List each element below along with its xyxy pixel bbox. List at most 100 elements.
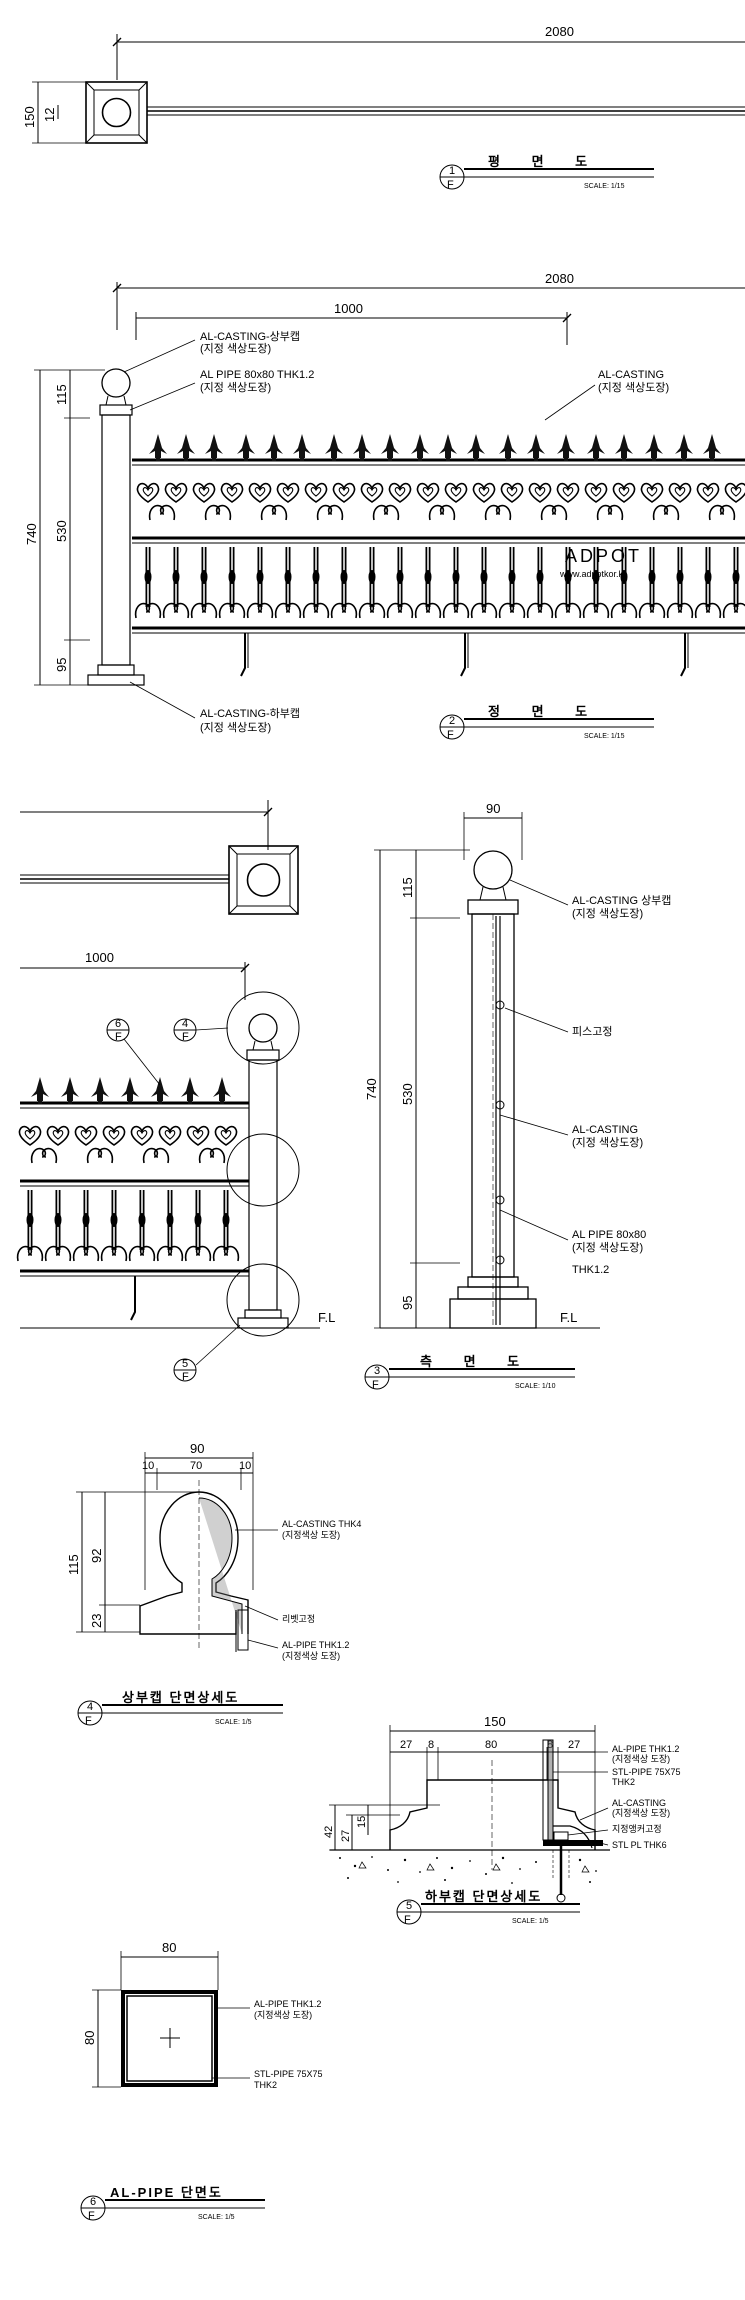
- side-scale: SCALE: 1/10: [515, 1383, 556, 1390]
- cap-dim-90: 90: [190, 1441, 204, 1456]
- detail-fl-label: F.L: [318, 1310, 335, 1325]
- side-cast-label-1: AL-CASTING: [572, 1124, 638, 1136]
- front-cast-label-2: (지정 색상도장): [598, 381, 669, 394]
- pipe-title: AL-PIPE 단면도: [110, 2185, 223, 2200]
- enlarged-detail: 1000: [16, 800, 335, 1383]
- pipe-title-num: 6: [90, 2196, 96, 2208]
- plan-title-num: 1: [449, 165, 455, 177]
- base-dim-27a: 27: [400, 1739, 412, 1751]
- base-dim-27c: 27: [340, 1830, 352, 1842]
- front-title-num: 2: [449, 715, 455, 727]
- plan-dim-12: 12: [42, 108, 57, 122]
- cap-dim-115: 115: [66, 1554, 81, 1575]
- base-dim-80: 80: [485, 1739, 497, 1751]
- side-pipe-label-3: THK1.2: [572, 1264, 609, 1276]
- cap-dim-92: 92: [89, 1549, 104, 1563]
- side-cap-label-2: (지정 색상도장): [572, 907, 643, 920]
- cap-cast-label-2: (지정색상 도장): [282, 1530, 340, 1540]
- front-pipe-label-2: (지정 색상도장): [200, 381, 271, 394]
- side-cast-label-2: (지정 색상도장): [572, 1136, 643, 1149]
- base-dim-27b: 27: [568, 1739, 580, 1751]
- side-title-num: 3: [374, 1365, 380, 1377]
- front-base-label-1: AL-CASTING-하부캡: [200, 706, 300, 720]
- front-title-ref: F: [447, 729, 454, 741]
- front-scale: SCALE: 1/15: [584, 733, 625, 740]
- side-pipe-label-1: AL PIPE 80x80: [572, 1229, 646, 1241]
- pipe-title-block: 6 F AL-PIPE 단면도 SCALE: 1/5: [80, 2185, 265, 2222]
- cap-cast-label-1: AL-CASTING THK4: [282, 1519, 361, 1529]
- side-fl-label: F.L: [560, 1310, 577, 1325]
- side-dim-90: 90: [486, 801, 500, 816]
- base-cast-label-1: AL-CASTING: [612, 1798, 666, 1808]
- pipe-section-6: 80 80 AL-PIPE THK1.2 (지정색상 도장) STL-PIPE …: [80, 1940, 323, 2222]
- watermark-logo: ADPOT: [565, 546, 642, 566]
- callout-4-num: 4: [182, 1018, 188, 1030]
- base-stl-label-1: STL-PIPE 75X75: [612, 1767, 681, 1777]
- cap-pipe-label-2: (지정색상 도장): [282, 1651, 340, 1661]
- front-elevation-2: 2080 1000 740 115 530 95: [24, 271, 745, 741]
- base-dim-15: 15: [356, 1816, 368, 1828]
- cap-dim-23: 23: [89, 1614, 104, 1628]
- plan-scale: SCALE: 1/15: [584, 183, 625, 190]
- front-pipe-label-1: AL PIPE 80x80 THK1.2: [200, 369, 314, 381]
- plan-view-1: 2080 150 12 1 F 평 면 도 SCALE: 1/15: [22, 24, 745, 191]
- bottom-cap-title-block: 5 F 하부캡 단면상세도 SCALE: 1/5: [396, 1889, 580, 1926]
- top-cap-title: 상부캡 단면상세도: [122, 1690, 239, 1705]
- watermark-url: www.adpotkor.kr: [559, 569, 626, 579]
- top-cap-scale: SCALE: 1/5: [215, 1719, 252, 1726]
- front-dim-1000: 1000: [334, 301, 363, 316]
- base-pipe-label-2: (지정색상 도장): [612, 1754, 670, 1764]
- plan-title: 평 면 도: [488, 154, 601, 169]
- top-cap-title-num: 4: [87, 1701, 93, 1713]
- plan-title-ref: F: [447, 179, 454, 191]
- base-anchor-label: 지정앵커고정: [612, 1824, 662, 1834]
- callout-5-ref: F: [182, 1371, 189, 1383]
- plan-dim-150: 150: [22, 106, 37, 128]
- callout-6-num: 6: [115, 1018, 121, 1030]
- front-dim-115: 115: [54, 384, 69, 405]
- side-screw-label: 피스고정: [572, 1025, 612, 1038]
- cap-dim-70: 70: [190, 1460, 202, 1472]
- side-dim-115: 115: [400, 877, 415, 898]
- base-cast-label-2: (지정색상 도장): [612, 1808, 670, 1818]
- pipe-al-label-2: (지정색상 도장): [254, 2010, 312, 2020]
- front-cap-label-2: (지정 색상도장): [200, 342, 271, 355]
- top-cap-section-4: 90 10 70 10 115 92 23 AL-CASTING THK4 (지…: [66, 1441, 361, 1727]
- bottom-cap-title-ref: F: [404, 1914, 411, 1926]
- base-pipe-label-1: AL-PIPE THK1.2: [612, 1744, 679, 1754]
- side-title-block: 3 F 측 면 도 SCALE: 1/10: [364, 1354, 575, 1391]
- side-pipe-label-2: (지정 색상도장): [572, 1241, 643, 1254]
- cap-rivet-label: 리벳고정: [282, 1614, 315, 1624]
- front-dim-740: 740: [24, 523, 39, 545]
- plan-dim-2080: 2080: [545, 24, 574, 39]
- callout-6-ref: F: [115, 1031, 122, 1043]
- base-plate-label: STL PL THK6: [612, 1840, 667, 1850]
- bottom-cap-section-5: 150 27 8 80 8 27 42 27 15: [323, 1714, 681, 1926]
- callout-4-ref: F: [182, 1031, 189, 1043]
- front-base-label-2: (지정 색상도장): [200, 721, 271, 734]
- callout-5-num: 5: [182, 1358, 188, 1370]
- plan-title-block: 1 F 평 면 도 SCALE: 1/15: [439, 154, 654, 191]
- base-stl-label-2: THK2: [612, 1777, 635, 1787]
- side-dim-95: 95: [400, 1296, 415, 1310]
- bottom-cap-title-num: 5: [406, 1900, 412, 1912]
- front-dim-530: 530: [54, 520, 69, 542]
- pipe-al-label-1: AL-PIPE THK1.2: [254, 1999, 321, 2009]
- base-dim-150: 150: [484, 1714, 506, 1729]
- pipe-stl-label-2: THK2: [254, 2080, 277, 2090]
- side-title-ref: F: [372, 1379, 379, 1391]
- front-dim-2080: 2080: [545, 271, 574, 286]
- cap-dim-10b: 10: [239, 1460, 251, 1472]
- cap-dim-10a: 10: [142, 1460, 154, 1472]
- top-cap-title-block: 4 F 상부캡 단면상세도 SCALE: 1/5: [77, 1690, 283, 1727]
- bottom-cap-title: 하부캡 단면상세도: [425, 1889, 542, 1904]
- top-cap-title-ref: F: [85, 1715, 92, 1727]
- pipe-scale: SCALE: 1/5: [198, 2214, 235, 2221]
- bottom-cap-scale: SCALE: 1/5: [512, 1918, 549, 1925]
- front-title: 정 면 도: [488, 704, 601, 719]
- detail-dim-1000: 1000: [85, 950, 114, 965]
- pipe-title-ref: F: [88, 2210, 95, 2222]
- side-cap-label-1: AL-CASTING 상부캡: [572, 894, 671, 907]
- front-cast-label-1: AL-CASTING: [598, 369, 664, 381]
